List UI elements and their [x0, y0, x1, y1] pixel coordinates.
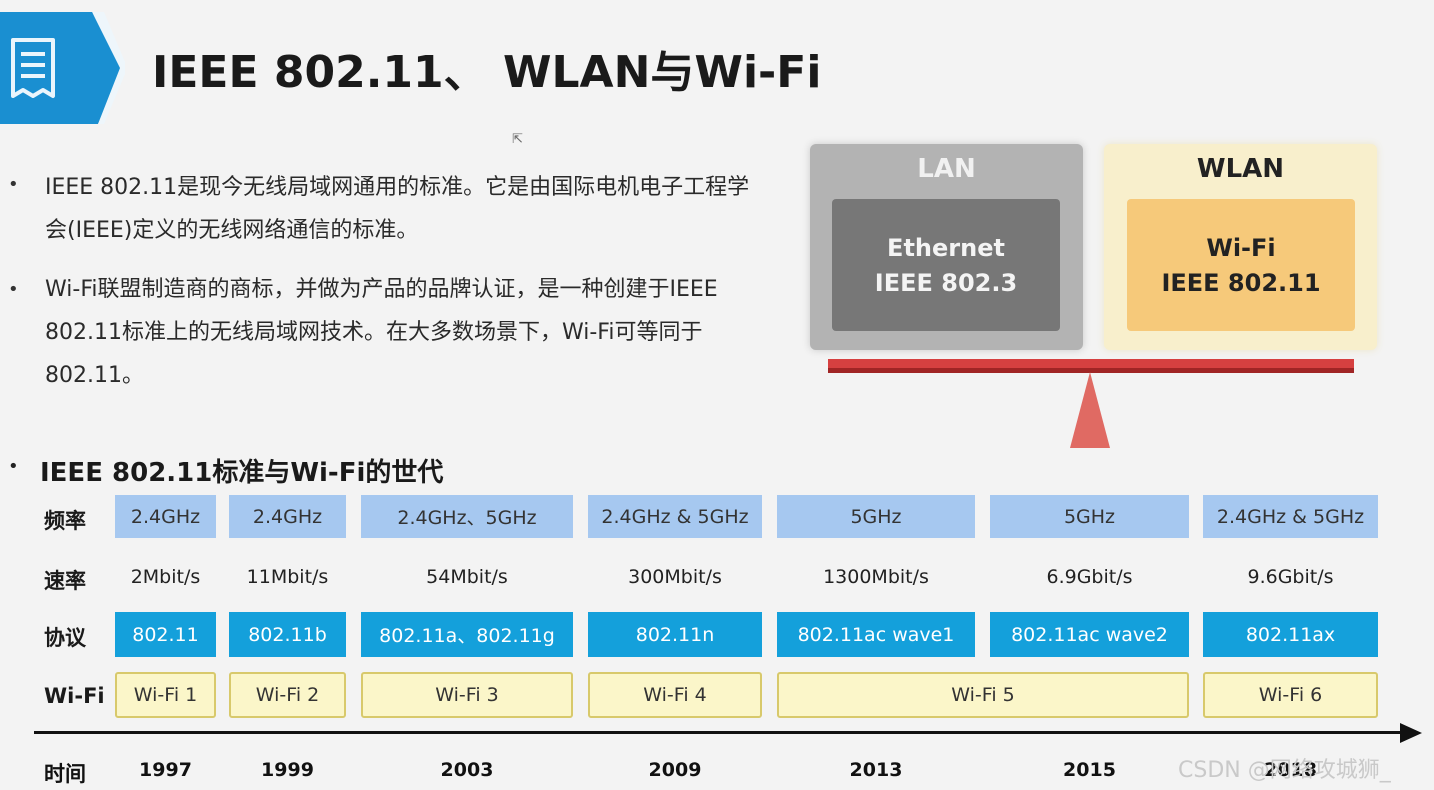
freq-cell: 5GHz: [777, 495, 975, 538]
protocol-cell: 802.11n: [588, 612, 762, 657]
lan-title: LAN: [917, 154, 976, 184]
wlan-title: WLAN: [1196, 154, 1285, 184]
speed-cell: 9.6Gbit/s: [1247, 566, 1334, 588]
speed-cell: 6.9Gbit/s: [1046, 566, 1133, 588]
mouse-cursor-icon: ⇱: [512, 132, 523, 147]
year-label: 2003: [440, 759, 494, 781]
row-label-frequency: 频率: [44, 509, 86, 533]
year-label: 2013: [849, 759, 903, 781]
protocol-cell: 802.11ac wave2: [990, 612, 1189, 657]
wifi-generation-cell: Wi-Fi 2: [229, 672, 346, 718]
bullet-text-ieee: IEEE 802.11是现今无线局域网通用的标准。它是由国际电机电子工程学会(I…: [45, 175, 750, 243]
balance-fulcrum-icon: [1070, 372, 1110, 448]
wifi-generation-cell: Wi-Fi 1: [115, 672, 216, 718]
wifi-standard: IEEE 802.11: [1161, 269, 1321, 297]
watermark: CSDN @网络攻城狮_: [1178, 758, 1391, 783]
balance-beam-shadow: [828, 368, 1354, 373]
protocol-cell: 802.11b: [229, 612, 346, 657]
year-label: 1999: [261, 759, 314, 781]
row-label-time: 时间: [44, 762, 86, 786]
wifi-generation-cell: Wi-Fi 5: [777, 672, 1189, 718]
bullet-text-wifi: Wi-Fi联盟制造商的商标，并做为产品的品牌认证，是一种创建于IEEE 802.…: [45, 277, 718, 388]
row-label-wifi: Wi-Fi: [44, 684, 105, 708]
freq-cell: 2.4GHz、5GHz: [361, 495, 573, 538]
freq-cell: 5GHz: [990, 495, 1189, 538]
year-label: 2018: [1264, 759, 1317, 781]
bullet-dot: •: [8, 456, 19, 477]
ethernet-standard: IEEE 802.3: [874, 269, 1018, 297]
row-label-protocol: 协议: [44, 626, 86, 650]
speed-cell: 2Mbit/s: [130, 566, 201, 588]
year-label: 2009: [648, 759, 702, 781]
bullet-dot: •: [8, 174, 19, 195]
year-label: 1997: [139, 759, 192, 781]
document-icon: [11, 38, 55, 98]
generations-title: IEEE 802.11标准与Wi-Fi的世代: [40, 458, 444, 488]
protocol-cell: 802.11: [115, 612, 216, 657]
speed-cell: 300Mbit/s: [628, 566, 722, 588]
page-title: IEEE 802.11、 WLAN与Wi-Fi: [152, 47, 822, 98]
speed-cell: 1300Mbit/s: [823, 566, 929, 588]
timeline-axis: [34, 731, 1406, 734]
protocol-cell: 802.11ac wave1: [777, 612, 975, 657]
wifi-box: [1127, 199, 1355, 331]
freq-cell: 2.4GHz & 5GHz: [1203, 495, 1378, 538]
year-label: 2015: [1063, 759, 1116, 781]
protocol-cell: 802.11ax: [1203, 612, 1378, 657]
row-label-speed: 速率: [44, 569, 86, 593]
header-badge: [0, 12, 125, 124]
wifi-generation-cell: Wi-Fi 3: [361, 672, 573, 718]
freq-cell: 2.4GHz: [229, 495, 346, 538]
speed-cell: 54Mbit/s: [426, 566, 508, 588]
freq-cell: 2.4GHz & 5GHz: [588, 495, 762, 538]
speed-cell: 11Mbit/s: [246, 566, 329, 588]
timeline-arrow-icon: [1400, 723, 1422, 743]
protocol-cell: 802.11a、802.11g: [361, 612, 573, 657]
wifi-generation-cell: Wi-Fi 6: [1203, 672, 1378, 718]
wifi-label: Wi-Fi: [1206, 234, 1276, 262]
wifi-generation-cell: Wi-Fi 4: [588, 672, 762, 718]
ethernet-box: [832, 199, 1060, 331]
freq-cell: 2.4GHz: [115, 495, 216, 538]
ethernet-label: Ethernet: [887, 234, 1005, 262]
bullet-dot: •: [8, 279, 19, 300]
